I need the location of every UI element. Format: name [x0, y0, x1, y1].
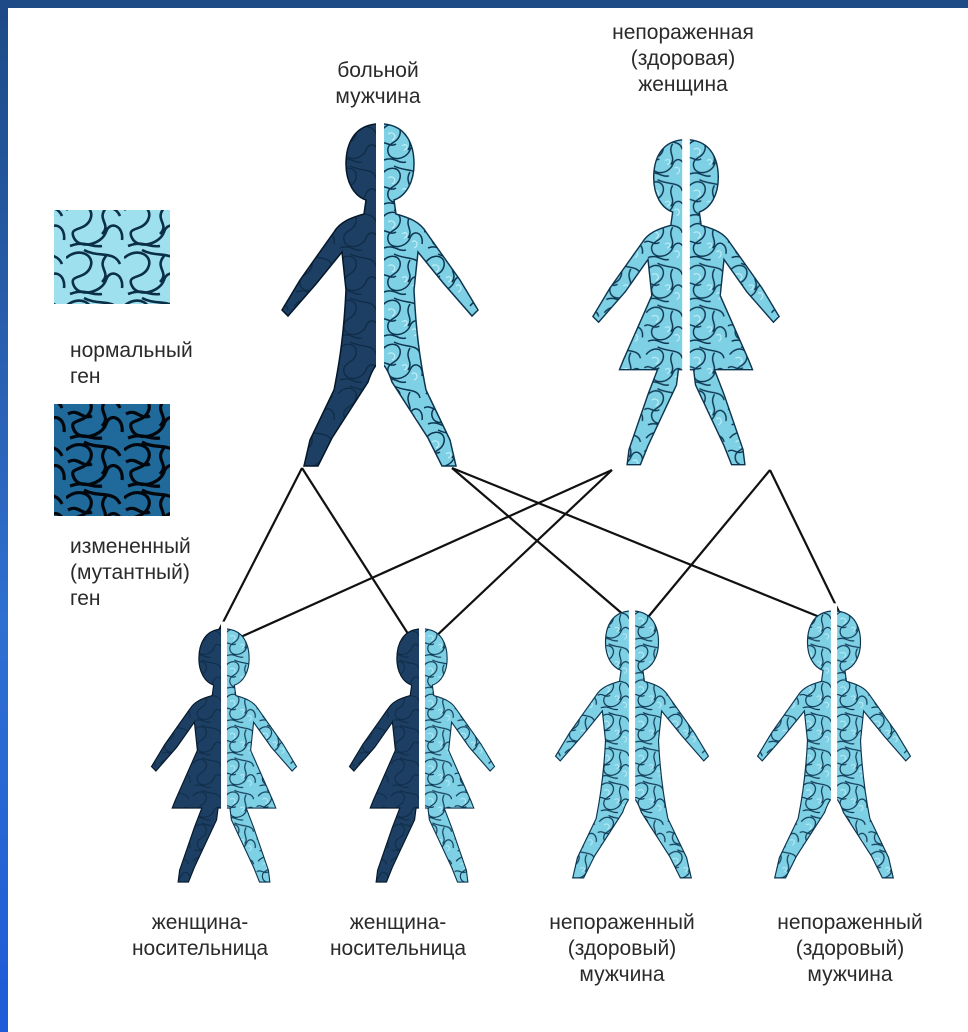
chromosome-split-gap — [830, 603, 838, 886]
child-label-line: (здоровый) — [795, 937, 905, 960]
child-figure-2 — [348, 621, 496, 890]
connector-line — [769, 469, 845, 623]
parent-label-line: женщина — [638, 73, 728, 96]
connector-line — [213, 467, 303, 641]
child-label-line: носительница — [329, 937, 467, 960]
pedigree-figure — [54, 114, 912, 890]
figure-half-left — [281, 123, 380, 467]
mutant-gene-swatch — [54, 404, 170, 516]
child-figure-1 — [150, 621, 298, 890]
child-label-line: непораженный — [549, 911, 695, 934]
figure-half-left — [756, 610, 834, 879]
slide-frame-top — [0, 0, 968, 8]
slide-frame-left — [0, 0, 8, 1032]
child-label-2: женщина- носительница — [306, 910, 490, 962]
mutant-gene-label-line: ген — [70, 587, 101, 610]
chromosome-split-gap — [419, 621, 425, 890]
figure-half-left — [592, 139, 686, 466]
chromosome-split-gap — [628, 603, 636, 886]
child-label-line: мужчина — [579, 963, 665, 986]
parent-label-father: больной мужчина — [308, 58, 448, 110]
child-label-line: женщина- — [151, 911, 249, 934]
connector-line — [431, 469, 613, 641]
child-label-1: женщина- носительница — [108, 910, 292, 962]
child-label-3: непораженный (здоровый) мужчина — [516, 910, 728, 988]
normal-gene-swatch — [54, 210, 170, 304]
pedigree-connectors — [213, 466, 845, 642]
mutant-gene-label-line: измененный — [70, 535, 191, 558]
connector-line — [451, 467, 633, 623]
connector-line — [643, 469, 771, 623]
chromosome-split-gap — [376, 114, 384, 476]
normal-gene-label-line: нормальный — [70, 339, 193, 362]
child-label-4: непораженный (здоровый) мужчина — [744, 910, 956, 988]
connector-line — [301, 467, 413, 641]
child-figure-3 — [554, 603, 710, 886]
parent-label-line: больной — [337, 59, 419, 82]
parent-label-mother: непораженная (здоровая) женщина — [598, 20, 768, 98]
chromosome-split-gap — [682, 130, 690, 475]
pedigree-panel: нормальный ген измененный (мутантный) ге… — [8, 8, 968, 1032]
normal-gene-label: нормальный ген — [70, 338, 193, 390]
figure-half-left — [348, 628, 422, 883]
connector-line — [451, 466, 833, 624]
child-figure-4 — [756, 603, 912, 886]
connector-line — [233, 468, 613, 642]
figure-half-right — [224, 628, 298, 883]
parent-label-line: непораженная — [612, 21, 754, 44]
chromosome-split-gap — [221, 621, 227, 890]
parent-label-line: мужчина — [335, 85, 421, 108]
child-label-line: женщина- — [349, 911, 447, 934]
parent-label-line: (здоровая) — [630, 47, 736, 70]
normal-gene-label-line: ген — [70, 365, 101, 388]
figure-half-left — [554, 610, 632, 879]
mutant-gene-label-line: (мутантный) — [70, 561, 190, 584]
mutant-gene-label: измененный (мутантный) ген — [70, 534, 191, 612]
child-label-line: носительница — [131, 937, 269, 960]
child-label-line: (здоровый) — [567, 937, 677, 960]
parent-figure-mother — [592, 130, 780, 475]
parent-figure-father — [281, 114, 479, 476]
figure-half-left — [150, 628, 224, 883]
child-label-line: непораженный — [777, 911, 923, 934]
child-label-line: мужчина — [807, 963, 893, 986]
